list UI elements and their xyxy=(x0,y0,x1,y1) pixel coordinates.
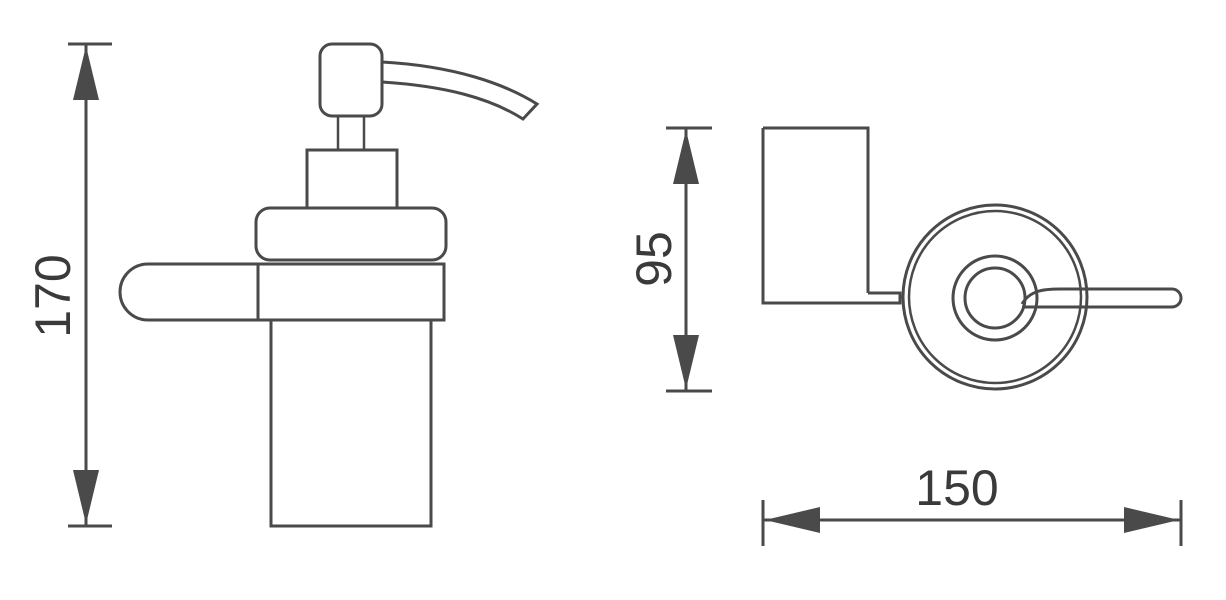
wall-plate xyxy=(761,126,902,305)
arrowhead-left xyxy=(765,507,820,533)
wall-arm xyxy=(118,262,258,322)
pump-outer-circle xyxy=(951,254,1039,342)
pump-spout xyxy=(381,60,540,121)
top-view xyxy=(761,126,1183,391)
side-view xyxy=(118,42,540,528)
height-label: 170 xyxy=(25,254,81,337)
cap xyxy=(254,206,448,262)
arrowhead-right xyxy=(1124,507,1179,533)
pump-head xyxy=(318,42,384,118)
pump-stem xyxy=(336,114,366,152)
holder-ring xyxy=(256,262,446,322)
spout-top-view xyxy=(1020,287,1183,309)
container-inner-circle xyxy=(907,209,1083,385)
container-outer-circle xyxy=(901,203,1089,391)
arrowhead-bottom xyxy=(73,470,99,524)
depth-label: 95 xyxy=(626,231,682,287)
arrowhead-top xyxy=(73,46,99,100)
height-dimension: 170 xyxy=(25,42,112,528)
pump-inner-circle xyxy=(963,266,1027,330)
arrowhead-bottom xyxy=(673,335,699,389)
width-dimension: 150 xyxy=(761,460,1183,546)
width-label: 150 xyxy=(915,460,998,516)
glass-container xyxy=(269,318,433,528)
arrowhead-top xyxy=(673,130,699,184)
pump-collar xyxy=(305,148,399,210)
depth-dimension: 95 xyxy=(626,126,712,393)
